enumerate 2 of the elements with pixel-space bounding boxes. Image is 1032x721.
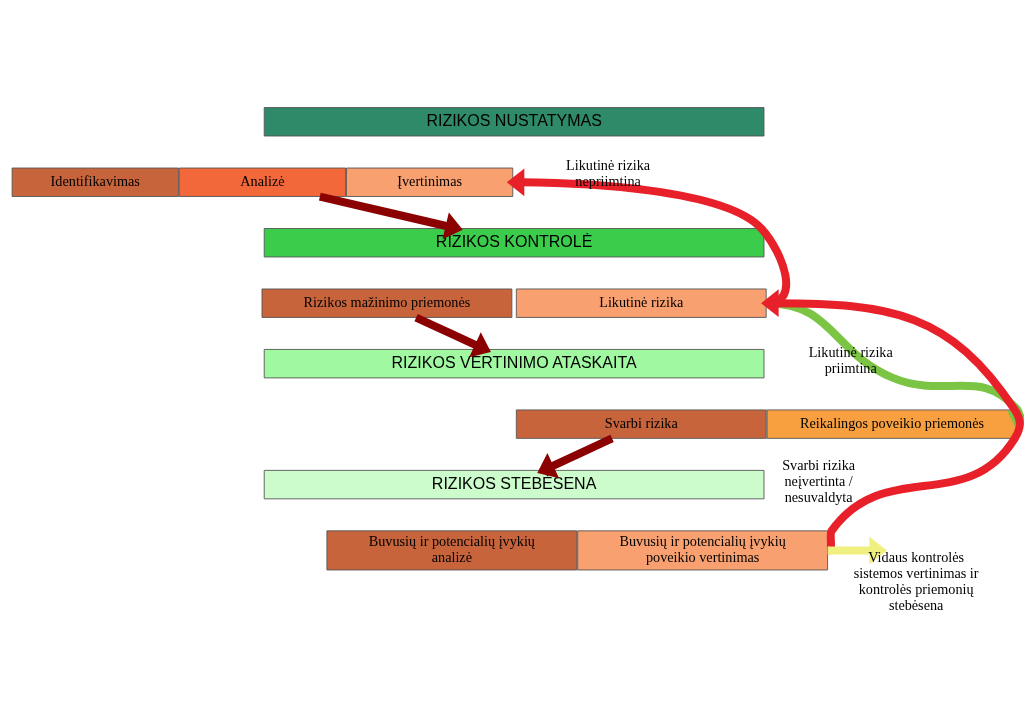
edge-label: Svarbi rizika neįvertinta / nesuvaldyta bbox=[782, 456, 856, 505]
edge-label: Vidaus kontrolės sistemos vertinimas ir kontrolės priemonių stebėsena bbox=[853, 548, 979, 613]
